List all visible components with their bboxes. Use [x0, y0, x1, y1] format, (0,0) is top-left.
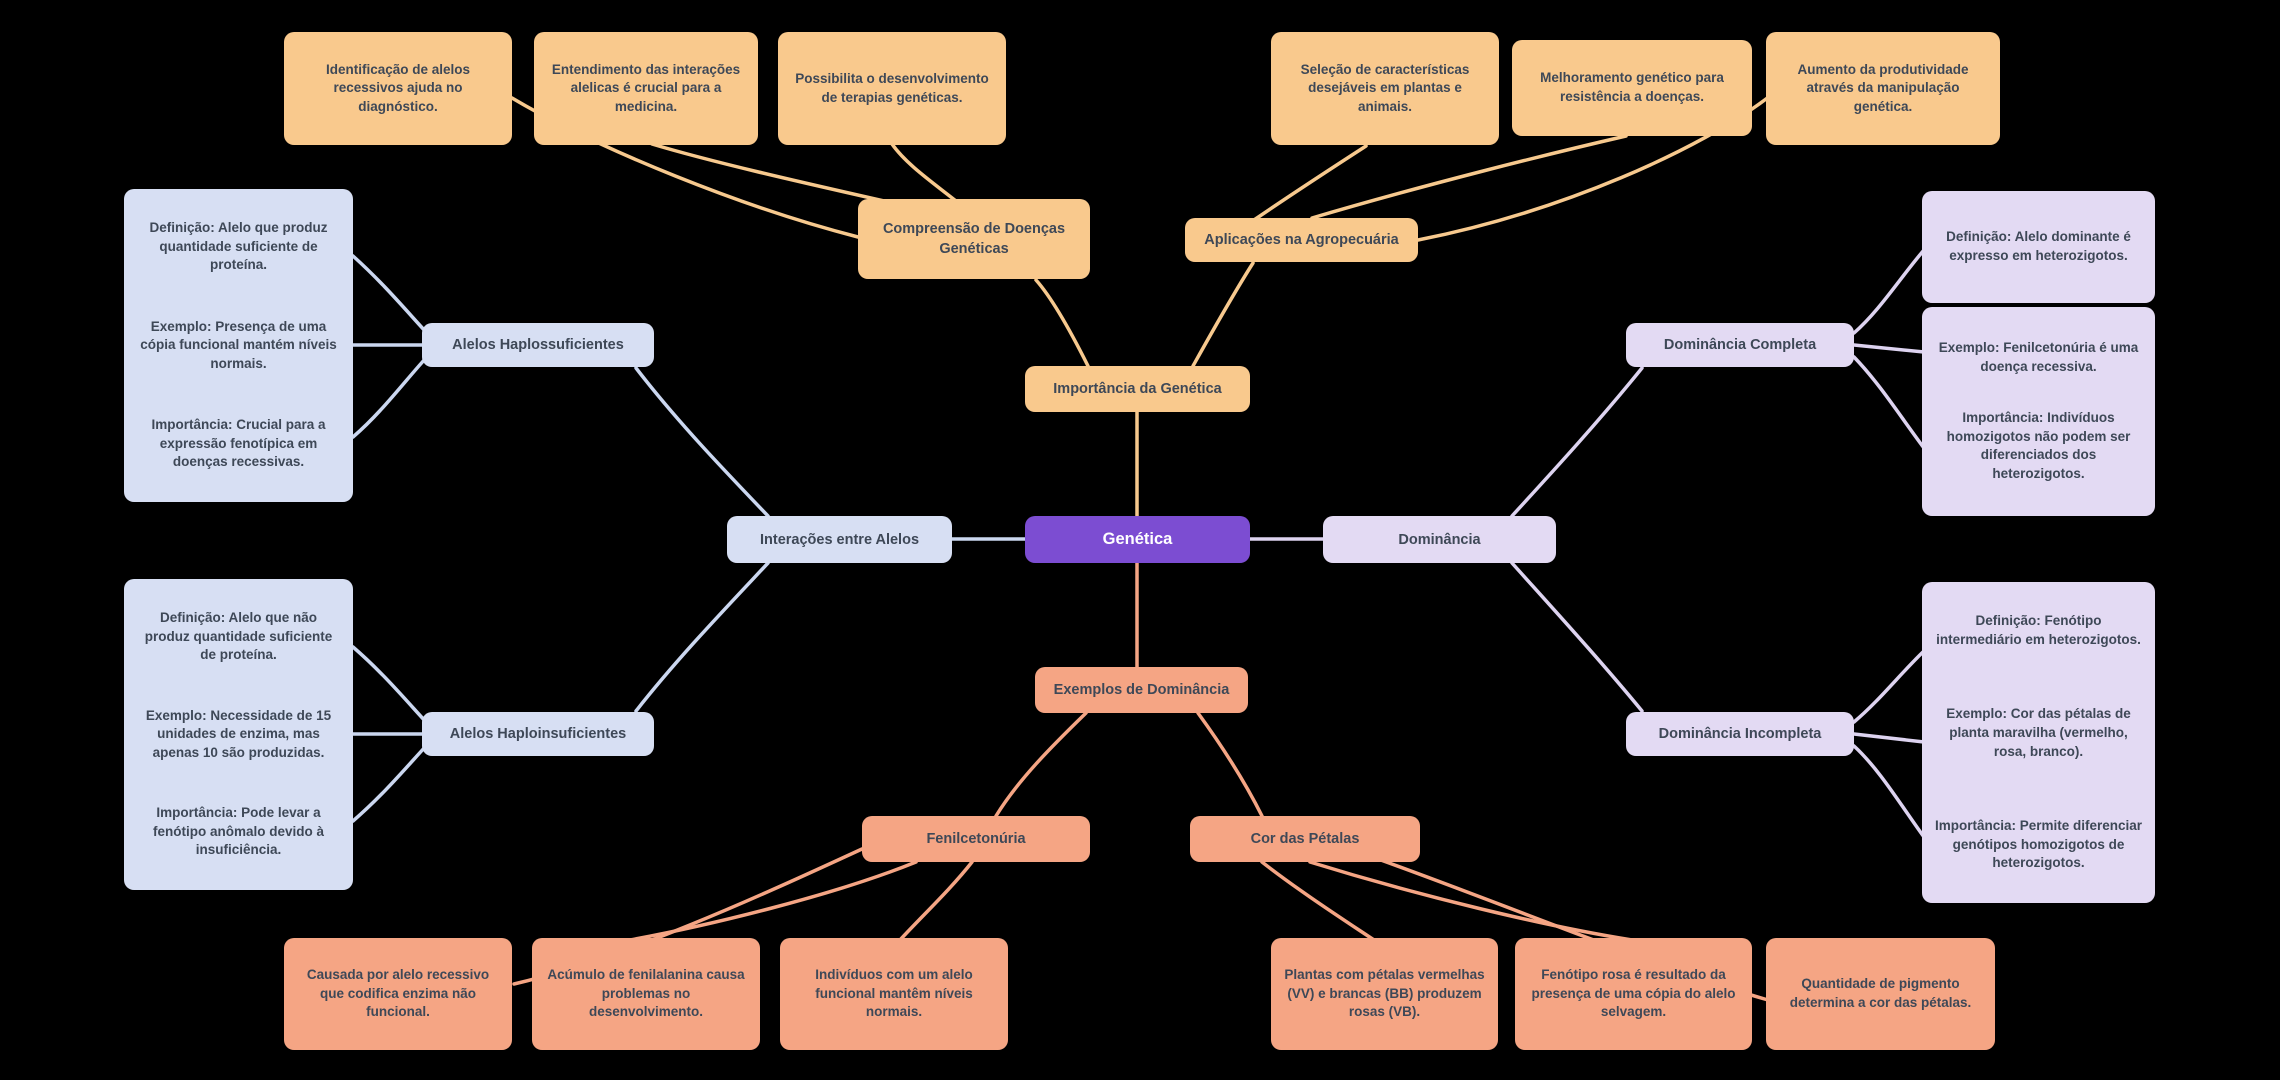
node-dominancia-completa: Dominância Completa — [1626, 323, 1854, 367]
edge-haplossuficientes-imp — [351, 356, 428, 439]
edge-completa-imp — [1852, 355, 1926, 450]
node-label: Interações entre Alelos — [759, 531, 920, 548]
leaf-text: Aumento da produtividade através da mani… — [1797, 61, 1969, 114]
edge-compreensao-leaf2 — [650, 142, 886, 203]
node-label: Cor das Pétalas — [1250, 831, 1360, 847]
leaf-plantas-petalas: Plantas com pétalas vermelhas (VV) e bra… — [1271, 938, 1498, 1050]
leaf-text: Possibilita o desenvolvimento de terapia… — [795, 70, 989, 105]
leaf-text: Indivíduos com um alelo funcional mantêm… — [815, 967, 973, 1020]
node-label: Aplicações na Agropecuária — [1204, 232, 1399, 248]
detail-exemplo: Exemplo: Cor das pétalas de planta marav… — [1946, 706, 2131, 759]
node-label: Alelos Haploinsuficientes — [449, 726, 627, 742]
details-haplossuficientes: Definição: Alelo que produz quantidade s… — [124, 189, 353, 502]
node-label: Dominância — [1398, 531, 1481, 548]
details-haploinsuficientes: Definição: Alelo que não produz quantida… — [124, 579, 353, 890]
detail-definicao: Definição: Fenótipo intermediário em het… — [1936, 613, 2141, 647]
details-dom-completa-exemplo-importancia: Exemplo: Fenilcetonúria é uma doença rec… — [1922, 307, 2155, 516]
leaf-acumulo-fenilalanina: Acúmulo de fenilalanina causa problemas … — [532, 938, 760, 1050]
leaf-selecao-caracteristicas: Seleção de características desejáveis em… — [1271, 32, 1499, 145]
node-label: Exemplos de Dominância — [1053, 682, 1230, 698]
node-alelos-haploinsuficientes: Alelos Haploinsuficientes — [422, 712, 654, 756]
detail-definicao: Definição: Alelo dominante é expresso em… — [1946, 229, 2131, 263]
edge-corpetalas-leaf4 — [1260, 860, 1376, 942]
node-genetica-root: Genética — [1025, 516, 1250, 563]
leaf-text: Seleção de características desejáveis em… — [1300, 61, 1470, 114]
leaf-quantidade-pigmento: Quantidade de pigmento determina a cor d… — [1766, 938, 1995, 1050]
edge-incompleta-def — [1852, 649, 1926, 724]
node-interacoes-entre-alelos: Interações entre Alelos — [727, 516, 952, 563]
leaf-text: Entendimento das interações alelicas é c… — [551, 61, 741, 114]
edge-completa-def — [1852, 248, 1926, 335]
edge-haplossuficientes-def — [351, 254, 428, 334]
node-label: Dominância Completa — [1663, 337, 1817, 353]
details-dom-incompleta: Definição: Fenótipo intermediário em het… — [1922, 582, 2155, 903]
edge-dominancia-incompleta — [1510, 561, 1644, 713]
node-compreensao-doencas: Compreensão de Doenças Genéticas — [858, 199, 1090, 279]
node-dominancia: Dominância — [1323, 516, 1556, 563]
edge-haploinsuficientes-def — [351, 645, 428, 724]
edge-haploinsuficientes-imp — [351, 744, 428, 823]
edge-corpetalas-leaf5 — [1308, 860, 1634, 942]
edge-incompleta-ex — [1852, 732, 1926, 744]
node-alelos-haplossuficientes: Alelos Haplossuficientes — [422, 323, 654, 367]
edge-aplicacoes-leaf4 — [1252, 144, 1368, 222]
detail-importancia: Importância: Permite diferenciar genótip… — [1934, 818, 2143, 871]
edge-importancia-compreensao — [1034, 278, 1090, 368]
leaf-text: Causada por alelo recessivo que codifica… — [306, 967, 490, 1020]
leaf-text: Plantas com pétalas vermelhas (VV) e bra… — [1284, 967, 1485, 1020]
leaf-fenotipo-rosa: Fenótipo rosa é resultado da presença de… — [1515, 938, 1752, 1050]
detail-importancia: Importância: Crucial para a expressão fe… — [151, 417, 326, 470]
edge-compreensao-leaf3 — [890, 142, 958, 203]
edge-dominancia-completa — [1510, 366, 1644, 518]
node-cor-das-petalas: Cor das Pétalas — [1190, 816, 1420, 862]
edge-incompleta-imp — [1852, 744, 1926, 839]
node-aplicacoes-agropecuaria: Aplicações na Agropecuária — [1185, 218, 1418, 262]
leaf-causada-por-alelo: Causada por alelo recessivo que codifica… — [284, 938, 512, 1050]
detail-exemplo: Exemplo: Necessidade de 15 unidades de e… — [145, 707, 332, 760]
node-dominancia-incompleta: Dominância Incompleta — [1626, 712, 1854, 756]
leaf-individuos-alelo-funcional: Indivíduos com um alelo funcional mantêm… — [780, 938, 1008, 1050]
leaf-identificacao-alelos: Identificação de alelos recessivos ajuda… — [284, 32, 512, 145]
node-importancia-genetica: Importância da Genética — [1025, 366, 1250, 412]
node-label: Fenilcetonúria — [926, 831, 1026, 847]
leaf-text: Melhoramento genético para resistência a… — [1540, 70, 1724, 104]
edge-fenilcetonuria-leaf2 — [628, 860, 918, 942]
leaf-text: Fenótipo rosa é resultado da presença de… — [1531, 967, 1736, 1020]
edge-exemplos-fenilcetonuria — [994, 711, 1088, 818]
detail-importancia: Importância: Indivíduos homozigotos não … — [1946, 410, 2131, 482]
node-label: Dominância Incompleta — [1658, 726, 1822, 742]
detail-importancia: Importância: Pode levar a fenótipo anôma… — [152, 805, 324, 858]
edge-importancia-aplicacoes — [1191, 261, 1255, 368]
edge-interacoes-haplossuficientes — [634, 366, 770, 518]
leaf-terapias-geneticas: Possibilita o desenvolvimento de terapia… — [778, 32, 1006, 145]
detail-exemplo: Exemplo: Presença de uma cópia funcional… — [140, 318, 337, 371]
edge-fenilcetonuria-leaf3 — [898, 860, 974, 942]
node-label: Importância da Genética — [1053, 381, 1222, 397]
leaf-text: Quantidade de pigmento determina a cor d… — [1789, 976, 1972, 1010]
node-label: Compreensão de Doenças Genéticas — [882, 220, 1066, 257]
edge-exemplos-corpetalas — [1196, 711, 1264, 818]
detail-definicao: Definição: Alelo que não produz quantida… — [144, 610, 333, 663]
leaf-text: Acúmulo de fenilalanina causa problemas … — [547, 967, 745, 1020]
leaf-text: Identificação de alelos recessivos ajuda… — [325, 61, 471, 114]
leaf-aumento-produtividade: Aumento da produtividade através da mani… — [1766, 32, 2000, 145]
edge-aplicacoes-leaf5 — [1310, 134, 1628, 220]
node-exemplos-dominancia: Exemplos de Dominância — [1035, 667, 1248, 713]
node-fenilcetonuria: Fenilcetonúria — [862, 816, 1090, 862]
leaf-melhoramento-genetico: Melhoramento genético para resistência a… — [1512, 40, 1752, 136]
node-label: Genética — [1102, 530, 1173, 548]
details-dom-completa-definicao: Definição: Alelo dominante é expresso em… — [1922, 191, 2155, 303]
edge-completa-ex — [1852, 343, 1926, 354]
edge-interacoes-haploinsuficientes — [634, 561, 770, 713]
detail-exemplo: Exemplo: Fenilcetonúria é uma doença rec… — [1938, 340, 2139, 374]
detail-definicao: Definição: Alelo que produz quantidade s… — [149, 220, 328, 273]
node-label: Alelos Haplossuficientes — [452, 337, 624, 353]
leaf-entendimento-interacoes: Entendimento das interações alelicas é c… — [534, 32, 758, 145]
